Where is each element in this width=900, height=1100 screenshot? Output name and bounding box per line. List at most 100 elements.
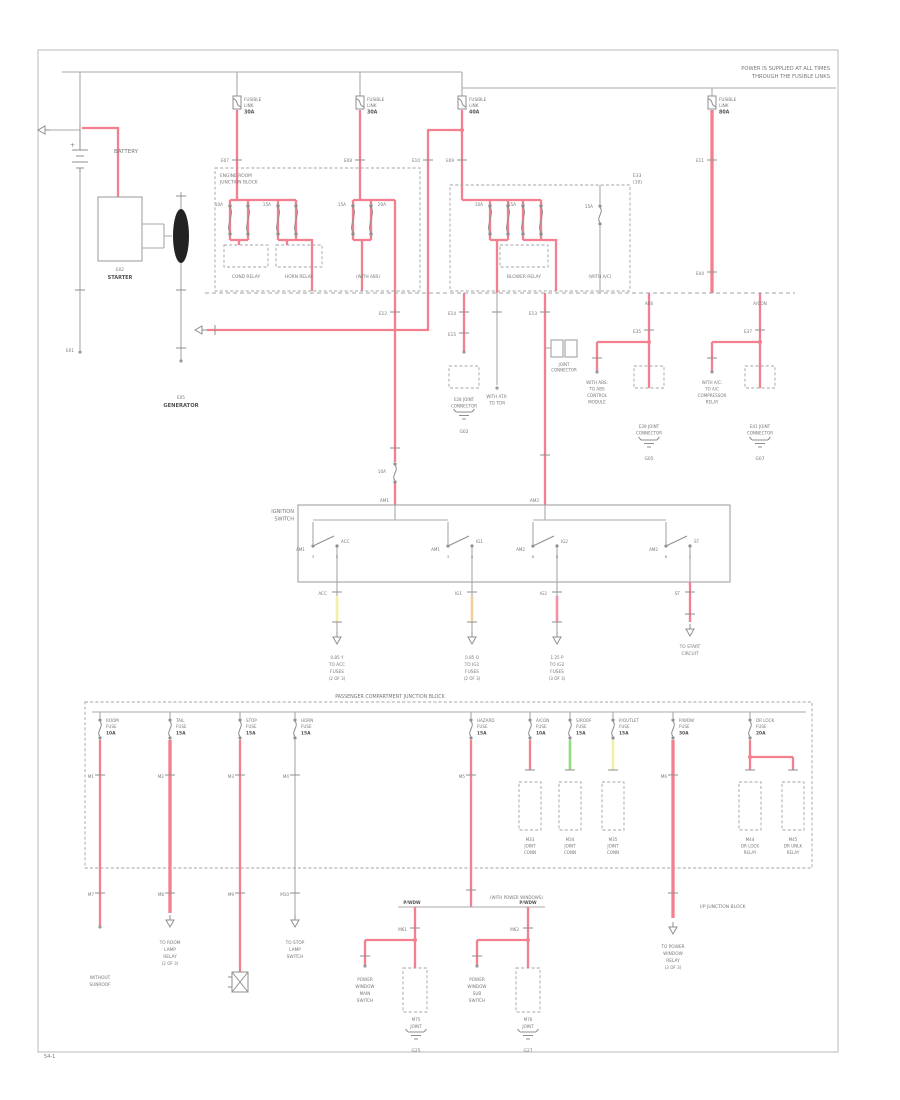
note-line-2: THROUGH THE FUSIBLE LINKS <box>751 74 830 80</box>
block-fuse-icons <box>97 717 753 741</box>
diagram-label: M6 <box>661 774 668 779</box>
diagram-label: FUSES <box>550 669 564 675</box>
diagram-label: 80A <box>719 110 730 116</box>
diagram-label: TO ACC <box>328 662 345 668</box>
diagram-label: 20A <box>378 202 386 207</box>
diagram-label: IG1 <box>455 591 462 596</box>
diagram-label: AM1 <box>296 547 305 552</box>
diagram-label: E14 <box>448 311 456 316</box>
diagram-label: A/CON <box>753 301 767 306</box>
diagram-label: (2 OF 3) <box>162 961 179 966</box>
diagram-label: 10A <box>536 731 546 737</box>
diagram-label: LINK <box>367 103 377 108</box>
block-output-wires <box>98 740 795 972</box>
diagram-label: FUSIBLE <box>469 97 487 102</box>
diagram-label: LAMP <box>289 947 301 953</box>
diagram-label: ACC <box>341 539 350 544</box>
diagram-label: (WITH ABS) <box>356 274 380 279</box>
diagram-label: SWITCH <box>469 998 485 1003</box>
diagram-label: WINDOW <box>467 984 486 989</box>
diagram-label: 15A <box>619 731 629 737</box>
diagram-label: SUB <box>473 991 482 996</box>
diagram-label: AM2 <box>516 547 525 552</box>
diagram-label: (WITH A/C) <box>589 274 612 279</box>
diagram-label: 40A <box>469 110 480 116</box>
diagram-label: TO A/C <box>704 387 719 392</box>
diagram-label: 3 <box>447 554 450 559</box>
diagram-label: TO IG2 <box>549 662 565 668</box>
diagram-label: FUSE <box>756 724 767 729</box>
diagram-label: E28 JOINT <box>454 397 475 402</box>
diagram-label: AM2 <box>530 498 539 503</box>
diagram-label: CONN <box>524 850 536 855</box>
diagram-label: E08 <box>344 158 352 163</box>
diagram-label: ACC <box>318 591 327 596</box>
diagram-label: (WITH POWER WINDOWS) <box>490 895 544 900</box>
diagram-label: SWITCH <box>274 517 294 523</box>
diagram-label: ST <box>675 591 681 596</box>
diagram-label: FUSES <box>465 669 479 675</box>
diagram-label: M1 <box>88 774 95 779</box>
diagram-label: CONN <box>564 850 576 855</box>
diagram-label: FUSE <box>246 724 257 729</box>
diagram-label: 0.85 Y <box>331 655 344 660</box>
diagram-label: 1.25 P <box>551 655 564 660</box>
diagram-label: 10A <box>106 731 116 737</box>
block-connector-boxes <box>518 781 805 831</box>
diagram-label: RELAY <box>706 400 719 405</box>
diagram-label: 6 <box>665 554 668 559</box>
diagram-label: WITH ATX: <box>486 394 507 399</box>
diagram-label: DR LOCK <box>756 718 775 723</box>
diagram-label: E09 <box>446 158 454 163</box>
diagram-label: M4 <box>283 774 290 779</box>
diagram-label: 15A <box>585 204 593 209</box>
diagram-label: ABS <box>645 301 654 306</box>
accessory-socket-icon <box>227 971 249 993</box>
diagram-label: HAZARD <box>477 718 494 723</box>
diagram-label: 10A <box>378 469 386 474</box>
diagram-label: E35 <box>633 329 641 334</box>
off-page-arrow-icons <box>37 125 695 935</box>
diagram-label: 20A <box>756 731 766 737</box>
diagram-label: AM1 <box>431 547 440 552</box>
diagram-label: FUSE <box>536 724 547 729</box>
top-bus-wires <box>50 71 836 131</box>
diagram-label: M5 <box>459 774 466 779</box>
diagram-label: G27 <box>524 1048 533 1054</box>
diagram-label: 15A <box>263 202 271 207</box>
diagram-label: JOINT <box>606 844 619 849</box>
diagram-label: POWER <box>469 977 485 982</box>
diagram-label: JOINT <box>409 1024 422 1029</box>
diagram-label: 10A <box>475 202 483 207</box>
diagram-label: S/ROOF <box>576 718 592 723</box>
diagram-label: 15A <box>508 202 516 207</box>
diagram-label: G25 <box>412 1048 421 1054</box>
diagram-label: A/CON <box>536 718 549 723</box>
engine-junction-block-label: ENGINE ROOM <box>220 173 252 179</box>
diagram-label: M76 <box>524 1017 533 1022</box>
diagram-label: SWITCH <box>357 998 373 1003</box>
wire-end-dots <box>78 350 714 968</box>
diagram-label: SWITCH <box>287 954 304 960</box>
diagram-label: TO STOP <box>285 940 305 946</box>
page-border <box>37 49 839 1053</box>
block-fuse-stubs <box>99 712 751 718</box>
diagram-label: TO ROOM <box>159 940 181 946</box>
diagram-label: IG2 <box>540 591 547 596</box>
diagram-label: P/WDW <box>519 900 537 905</box>
engine-junction-block-1 <box>214 167 421 292</box>
diagram-label: HORN RELAY <box>285 274 314 280</box>
diagram-label: MODULE <box>588 400 606 405</box>
diagram-label: M3 <box>228 774 235 779</box>
diagram-label: FUSE <box>301 724 312 729</box>
diagram-label: CONN <box>607 850 619 855</box>
diagram-label: FUSE <box>477 724 488 729</box>
diagram-label: G07 <box>756 456 765 462</box>
diagram-label: WINDOW <box>355 984 374 989</box>
diagram-label: CIRCUIT <box>681 651 698 657</box>
diagram-label: LINK <box>244 103 254 108</box>
battery-feed-wire <box>82 126 120 197</box>
diagram-label: IG1 <box>476 539 483 544</box>
diagram-label: RELAY <box>744 850 757 855</box>
